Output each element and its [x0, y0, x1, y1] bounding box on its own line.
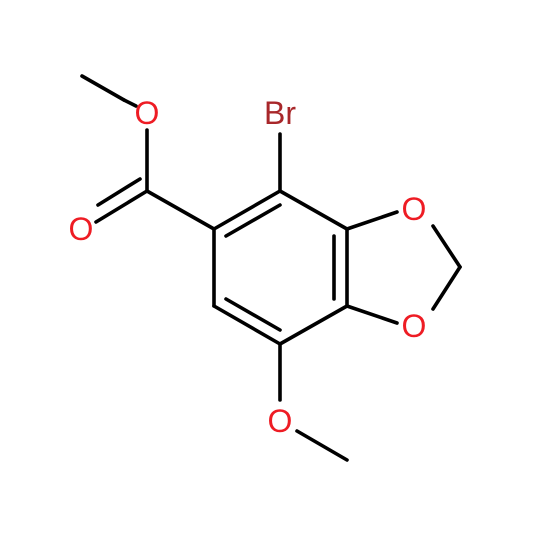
bond-oxygen3-c7a — [345, 304, 399, 325]
bond-methyl-ester-oxygen — [80, 74, 126, 102]
bond-ring-inner-c7-c6 — [224, 297, 282, 332]
atom-label-methoxy-oxygen: O — [268, 403, 293, 439]
bond-ester-oxygen-methyl — [122, 98, 138, 108]
bond-c3a-oxygen1 — [345, 210, 399, 231]
atom-label-layer: O O Br O O O — [69, 95, 427, 439]
bond-ring-c7-c6 — [212, 304, 282, 346]
bond-ring-c4-c3a — [278, 189, 349, 231]
bond-methoxy-oxygen-methyl — [295, 429, 349, 462]
atom-label-dioxole-oxygen-1: O — [402, 191, 427, 227]
bond-carbonyl-carbon-ring — [145, 189, 216, 231]
atom-label-bromine: Br — [264, 95, 296, 131]
bond-ch2-oxygen3 — [431, 265, 462, 311]
bond-carbonyl-double-b — [96, 177, 142, 207]
bond-ring-c5-c4 — [212, 189, 282, 231]
bond-carbonyl-double-a — [94, 189, 149, 224]
bond-ring-c7a-c7 — [278, 304, 349, 346]
bond-oxygen1-ch2 — [431, 224, 462, 269]
atom-label-carbonyl-oxygen: O — [69, 211, 94, 247]
atom-label-ester-oxygen: O — [135, 95, 160, 131]
atom-label-dioxole-oxygen-3: O — [402, 308, 427, 344]
bond-layer — [80, 74, 462, 462]
bond-ring-inner-c5-c4 — [224, 203, 282, 238]
